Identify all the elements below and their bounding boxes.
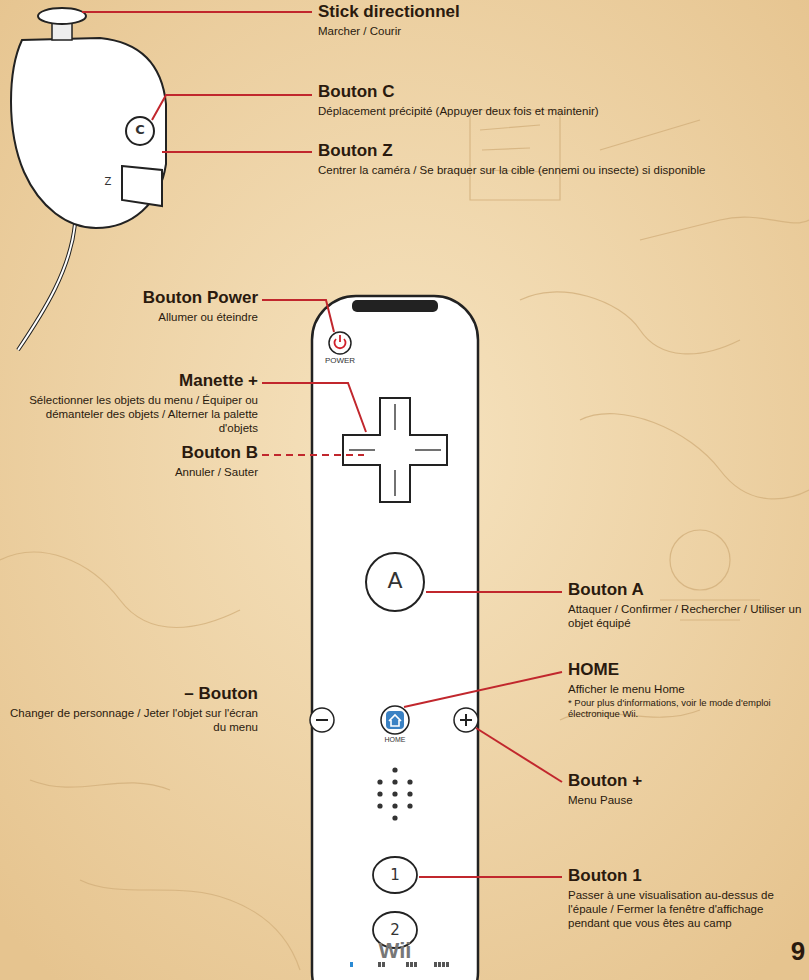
a-button [366,553,424,611]
nunchuk-body [11,38,166,228]
callout-description: Annuler / Sauter [8,465,258,479]
callout-description: Marcher / Courir [318,24,798,38]
callout-heading: Bouton Z [318,141,798,161]
callout-description: Centrer la caméra / Se braquer sur la ci… [318,163,803,177]
callout-description: Passer à une visualisation au-dessus de … [568,888,803,930]
callout-heading: HOME [568,660,803,680]
z-button [122,166,162,206]
callout-note: * Pour plus d'informations, voir le mode… [568,697,803,719]
nunchuk [11,8,166,350]
c-button [126,117,154,145]
led [438,962,441,967]
callout-description: Afficher le menu Home [568,682,803,696]
home-button [381,706,409,734]
printed-marking: HOME [365,736,425,744]
nunchuk-cable [18,224,75,350]
callout-heading: Bouton 1 [568,866,803,886]
callout-heading: Bouton B [8,443,258,463]
speaker-hole [392,767,397,772]
callout-heading: Bouton Power [8,288,258,308]
printed-marking: Z [100,176,116,187]
speaker-hole [407,779,412,784]
callout-heading: Bouton + [568,771,803,791]
speaker-hole [392,803,397,808]
callout-description: Déplacement précipité (Appuyer deux fois… [318,104,798,118]
printed-marking: 1 [380,866,410,884]
printed-marking: 9 [789,936,807,967]
led [434,962,437,967]
led [350,962,353,967]
printed-marking: 2 [380,921,410,939]
led [414,962,417,967]
led [446,962,449,967]
control-stick [38,8,86,24]
speaker-hole [407,803,412,808]
sensor-window [352,300,438,312]
callout-heading: – Bouton [8,684,258,704]
power-button [329,332,351,354]
speaker-hole [392,779,397,784]
callout-description: Attaquer / Confirmer / Rechercher / Util… [568,602,803,630]
callout-description: Sélectionner les objets du menu / Équipe… [8,393,258,435]
callout-heading: Bouton A [568,580,803,600]
plus-button [454,708,478,732]
callout-description: Changer de personnage / Jeter l'objet su… [8,706,258,734]
led [442,962,445,967]
power-icon [335,335,346,348]
callout-heading: Manette + [8,371,258,391]
printed-marking: C [130,122,150,137]
minus-button [310,708,334,732]
printed-marking: Wii [345,938,445,964]
d-pad-grooves [349,404,441,496]
button-1 [373,857,417,893]
speaker-hole [407,791,412,796]
home-icon [386,711,404,729]
printed-marking: A [378,568,412,593]
speaker-hole [377,779,382,784]
speaker-hole [377,803,382,808]
callout-heading: Bouton C [318,82,798,102]
speaker-hole [377,791,382,796]
speaker-hole [392,815,397,820]
callout-heading: Stick directionnel [318,2,798,22]
speaker-holes [377,767,412,820]
speaker-hole [392,791,397,796]
printed-marking: POWER [310,356,370,365]
callout-description: Menu Pause [568,793,803,807]
callout-description: Allumer ou éteindre [8,310,258,324]
